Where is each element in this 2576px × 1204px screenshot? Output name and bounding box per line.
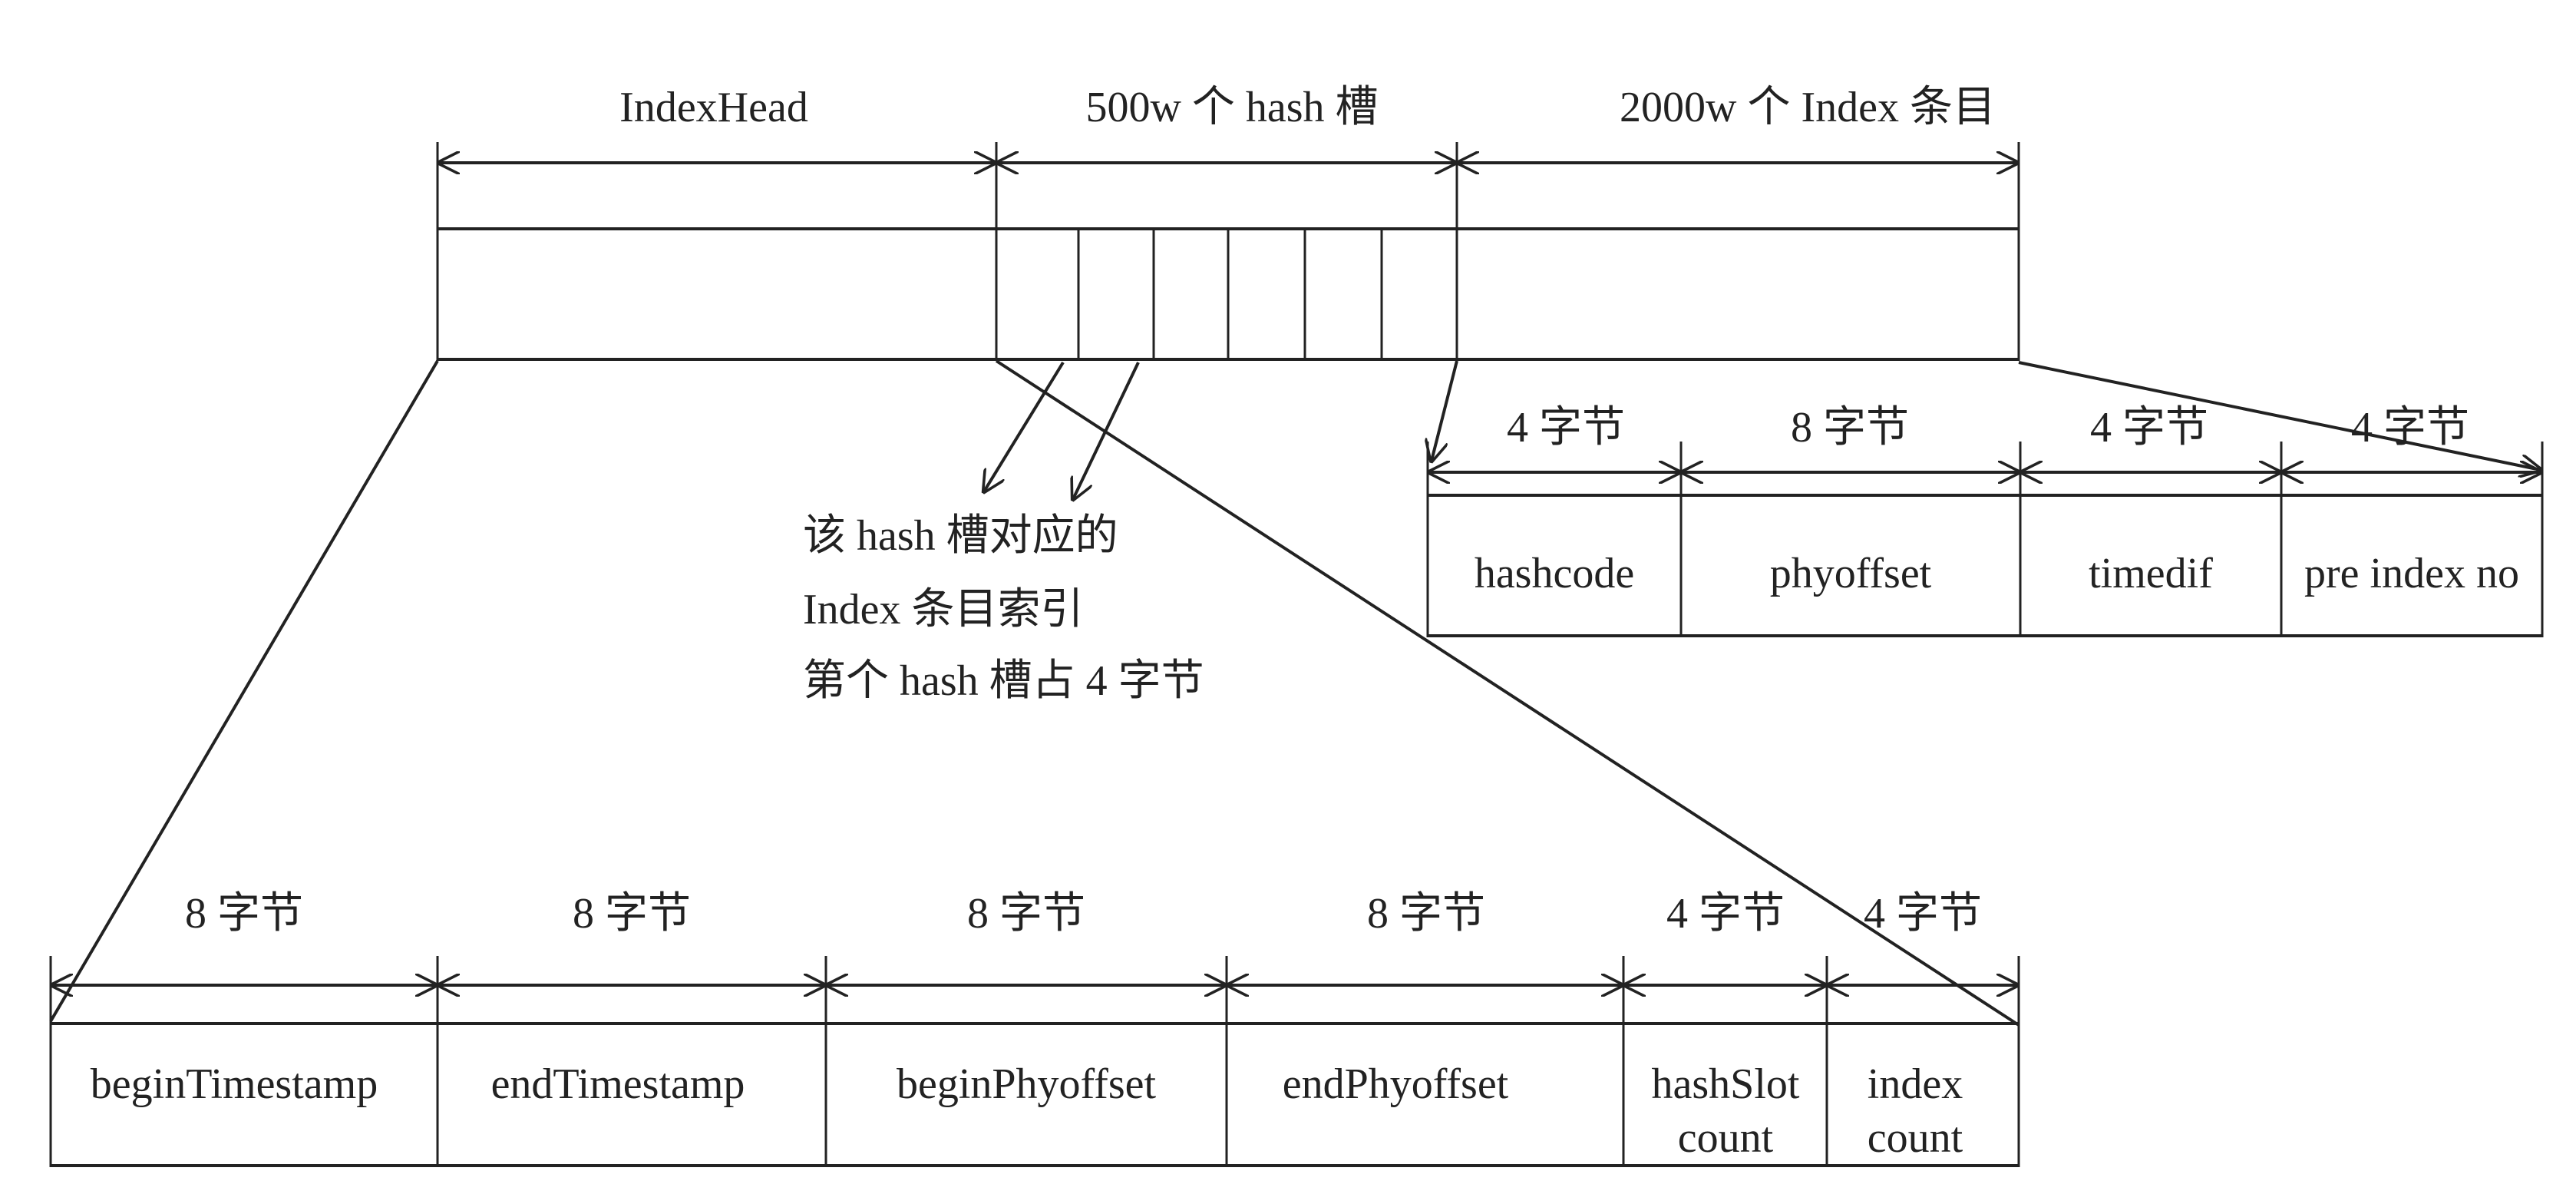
- head-field-hashslot-count-line2: count: [1678, 1114, 1774, 1162]
- entry-field-hashcode: hashcode: [1475, 550, 1634, 597]
- head-size-index-count: 4 字节: [1864, 890, 1982, 938]
- entry-size-hashcode: 4 字节: [1507, 404, 1625, 452]
- entry-field-pre-index-no: pre index no: [2304, 550, 2519, 597]
- head-field-index-count-line1: index: [1868, 1060, 1963, 1108]
- entry-field-phyoffset: phyoffset: [1770, 550, 1932, 597]
- head-field-index-count-line2: count: [1868, 1114, 1963, 1162]
- index-entry-structure: 4 字节 8 字节 4 字节 4 字节 hashcode phyoffset t…: [1426, 404, 2544, 637]
- head-field-hashslot-count-line1: hashSlot: [1652, 1060, 1800, 1108]
- head-field-begin-phyoffset: beginPhyoffset: [897, 1060, 1156, 1108]
- head-field-end-timestamp: endTimestamp: [491, 1060, 745, 1108]
- head-size-end-phyoffset: 8 字节: [1367, 890, 1485, 938]
- index-file-bar: [438, 227, 2019, 361]
- head-size-hashslot-count: 4 字节: [1666, 890, 1785, 938]
- index-head-structure: 8 字节 8 字节 8 字节 8 字节 4 字节 4 字节 beginTimes…: [49, 890, 2020, 1167]
- head-size-begin-phyoffset: 8 字节: [967, 890, 1085, 938]
- index-entries-label: 2000w 个 Index 条目: [1620, 84, 1996, 131]
- head-field-end-phyoffset: endPhyoffset: [1283, 1060, 1509, 1108]
- index-head-segment: [438, 229, 996, 359]
- hash-slot-pointer-arrows: [984, 361, 1140, 499]
- head-size-end-timestamp: 8 字节: [573, 890, 691, 938]
- entry-size-phyoffset: 8 字节: [1791, 404, 1909, 452]
- hash-slot-cells: [1077, 229, 1383, 359]
- annotation-line-2: Index 条目索引: [803, 586, 1084, 633]
- top-dimension-lines: [436, 142, 2020, 361]
- annotation-line-1: 该 hash 槽对应的: [803, 512, 1118, 560]
- index-head-label: IndexHead: [619, 84, 808, 131]
- projection-lines: [49, 359, 2541, 1027]
- entry-field-timedif: timedif: [2089, 550, 2213, 597]
- entry-size-timedif: 4 字节: [2090, 404, 2208, 452]
- head-size-begin-timestamp: 8 字节: [185, 890, 303, 938]
- hash-slots-label: 500w 个 hash 槽: [1085, 84, 1378, 131]
- head-field-begin-timestamp: beginTimestamp: [91, 1060, 378, 1108]
- entry-size-pre-index-no: 4 字节: [2351, 404, 2469, 452]
- annotation-line-3: 第个 hash 槽占 4 字节: [803, 657, 1204, 705]
